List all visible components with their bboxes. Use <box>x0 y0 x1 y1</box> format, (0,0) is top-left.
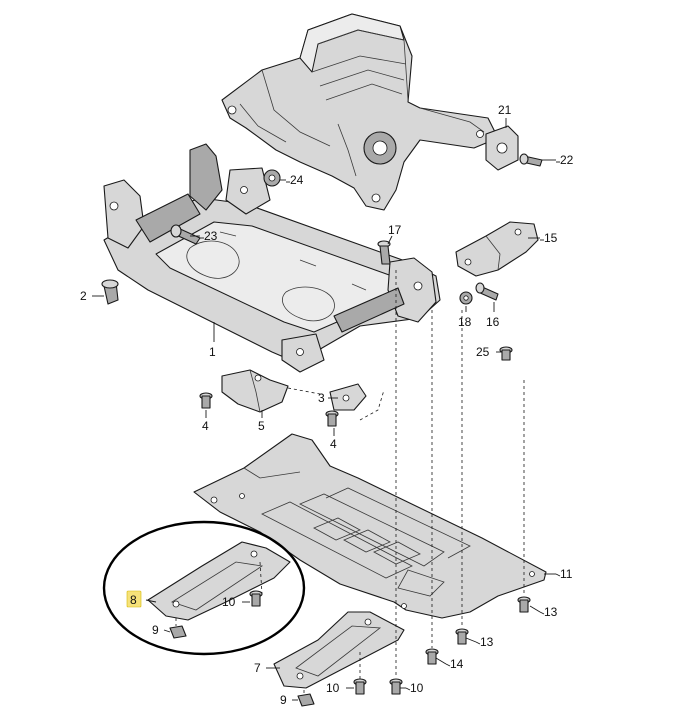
callout-8: 8 <box>130 593 137 607</box>
side-panel-7 <box>273 611 405 689</box>
bolt-10-right <box>389 678 403 695</box>
bolt-10-left <box>249 590 263 607</box>
callout-labels: 1 2 3 4 4 5 7 8 9 9 10 10 10 11 13 13 14… <box>80 103 574 707</box>
nut-18 <box>459 291 473 305</box>
bolt-13-left <box>455 628 469 645</box>
bolt-4-right <box>325 410 339 427</box>
callout-18: 18 <box>458 315 472 329</box>
alignment-lines <box>175 270 525 694</box>
callout-11: 11 <box>560 567 573 581</box>
callout-13-right: 13 <box>544 605 558 619</box>
bolt-13-right <box>517 596 531 613</box>
bracket-5 <box>221 369 289 413</box>
focus-ring-part-8 <box>102 520 306 656</box>
bolt-17 <box>377 240 391 265</box>
callout-16: 16 <box>486 315 500 329</box>
callout-1: 1 <box>209 345 216 359</box>
callout-21: 21 <box>498 103 512 117</box>
bolt-16 <box>475 282 499 301</box>
clip-9-left <box>169 625 187 639</box>
callout-4-right: 4 <box>330 437 337 451</box>
callout-4-left: 4 <box>202 419 209 433</box>
callout-14: 14 <box>450 657 464 671</box>
bolt-10-middle <box>353 678 367 695</box>
bolt-4-left <box>199 392 213 409</box>
side-panel-8 <box>147 541 291 621</box>
leader-lines <box>92 118 556 701</box>
callout-10-right: 10 <box>410 681 424 695</box>
callout-8-highlight <box>126 590 142 608</box>
bolt-22 <box>519 153 543 167</box>
callout-25: 25 <box>476 345 490 359</box>
callout-5: 5 <box>258 419 265 433</box>
callout-15: 15 <box>544 231 558 245</box>
callout-17: 17 <box>388 223 402 237</box>
callout-13-left: 13 <box>480 635 494 649</box>
callout-10-left: 10 <box>222 595 236 609</box>
bracket-3 <box>329 383 367 411</box>
underbody-panel-11 <box>193 433 547 619</box>
callout-22: 22 <box>560 153 574 167</box>
bracket-15 <box>455 221 539 277</box>
callout-dashes <box>200 161 561 691</box>
callout-24: 24 <box>290 173 304 187</box>
callout-23: 23 <box>204 229 218 243</box>
callout-2: 2 <box>80 289 87 303</box>
callout-10-middle: 10 <box>326 681 340 695</box>
clip-9-right <box>297 693 315 707</box>
bolt-2 <box>101 279 119 305</box>
drive-motor-unit <box>221 13 499 211</box>
bolt-23 <box>170 224 201 245</box>
bolt-14 <box>425 648 439 665</box>
callout-9-right: 9 <box>280 693 287 707</box>
bolt-25 <box>499 346 513 361</box>
callout-7: 7 <box>254 661 261 675</box>
rear-mount-21 <box>485 125 519 171</box>
callout-3: 3 <box>318 391 325 405</box>
callout-9-left: 9 <box>152 623 159 637</box>
nut-24 <box>263 169 281 187</box>
